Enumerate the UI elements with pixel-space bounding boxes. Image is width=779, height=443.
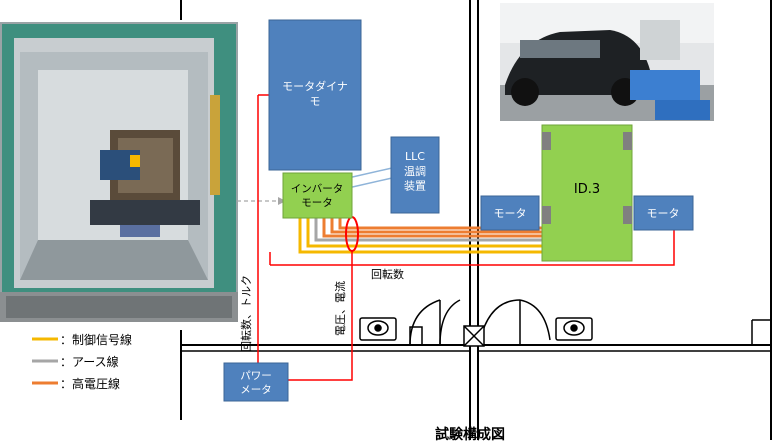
chamber-photo	[0, 22, 238, 322]
right-fixture	[555, 317, 593, 341]
high-voltage-line	[322, 218, 542, 238]
motor-left-label: モータ	[494, 207, 527, 220]
speed-line-to-motor	[270, 230, 675, 266]
motor-right-label: モータ	[647, 207, 680, 220]
legend: ：制御信号線 ：アース線 ：高電圧線	[32, 332, 132, 391]
legend-label-ground: ：アース線	[60, 354, 119, 369]
voltage-current-line	[288, 250, 353, 381]
vehicle-photo	[500, 3, 714, 121]
right-room-door	[479, 299, 551, 345]
wiring	[257, 94, 675, 381]
motor-right-block: モータ	[633, 195, 694, 231]
left-fixture	[359, 317, 397, 341]
motor-dyno-block: モータダイナモ	[268, 19, 362, 171]
left-room-door	[409, 299, 461, 346]
legend-label-high-voltage: ：高電圧線	[60, 376, 120, 391]
vehicle-block: ID.3	[541, 124, 633, 262]
speed-torque-line	[257, 95, 268, 371]
inverter-motor-label: インバータモータ	[291, 183, 344, 209]
control-signal-line	[298, 218, 542, 254]
high-voltage-line	[330, 218, 542, 234]
pillar-box	[463, 325, 485, 347]
power-meter-block: パワーメータ	[223, 362, 289, 402]
control-signal-line	[306, 218, 542, 248]
diagram-caption: 試験構成図	[435, 426, 505, 443]
legend-label-control: ：制御信号線	[60, 332, 132, 347]
voltage-current-label: 電圧、電流	[333, 281, 347, 336]
photo-pointer-arrow	[237, 197, 286, 205]
inverter-motor-block: インバータモータ	[282, 172, 353, 219]
speed-label: 回転数	[371, 268, 404, 281]
speed-torque-label: 回転数、トルク	[240, 275, 253, 352]
motor-left-block: モータ	[480, 195, 540, 231]
motor-dyno-label: モータダイナモ	[282, 79, 348, 108]
vehicle-label: ID.3	[574, 182, 600, 197]
power-meter-label: パワーメータ	[240, 370, 272, 396]
floor-plan	[180, 0, 772, 440]
high-voltage-line	[338, 218, 542, 230]
ground-line	[314, 218, 542, 242]
